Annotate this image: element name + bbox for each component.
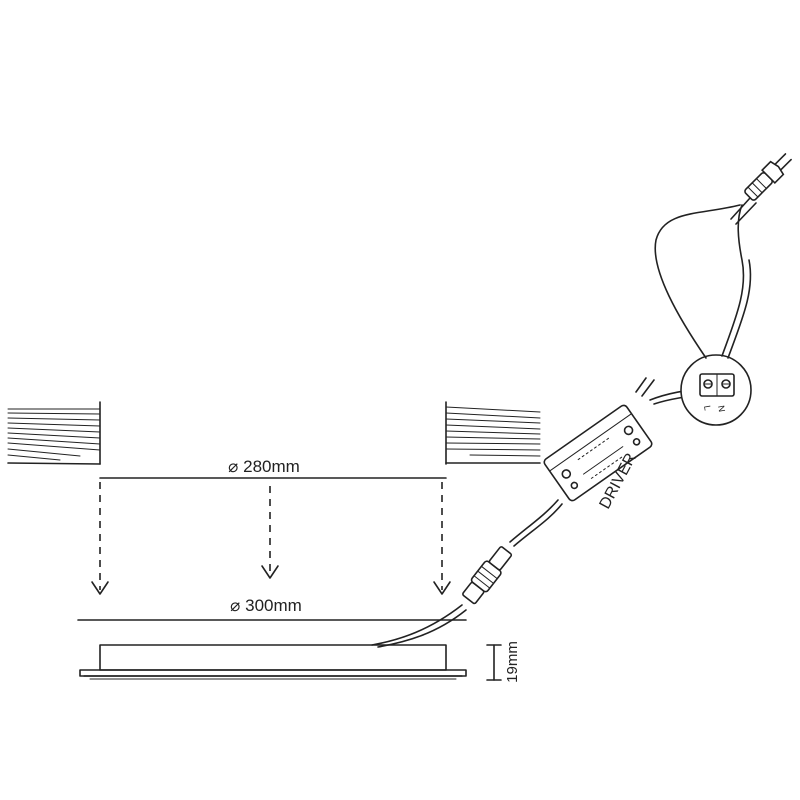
driver-box	[543, 404, 653, 502]
panel-dimension: ⌀ 300mm	[77, 596, 467, 621]
insertion-arrows	[91, 482, 451, 595]
terminal-block: L N	[680, 354, 752, 426]
dc-connector	[462, 546, 513, 605]
cutout-dimension: ⌀ 280mm	[99, 457, 447, 479]
height-dimension: 19mm	[486, 641, 521, 683]
panel-cable	[371, 604, 467, 648]
height-dimension-label: 19mm	[504, 641, 521, 683]
driver-output-cable	[509, 499, 563, 547]
cutout-dimension-label: ⌀ 280mm	[228, 457, 300, 476]
mains-plug	[744, 153, 792, 201]
ceiling-right	[445, 401, 541, 465]
terminal-n-label: N	[716, 405, 727, 413]
led-panel	[79, 644, 467, 680]
mains-cable	[654, 197, 757, 359]
panel-dimension-label: ⌀ 300mm	[230, 596, 302, 615]
terminal-l-label: L	[702, 405, 713, 412]
ceiling-left	[7, 401, 101, 465]
